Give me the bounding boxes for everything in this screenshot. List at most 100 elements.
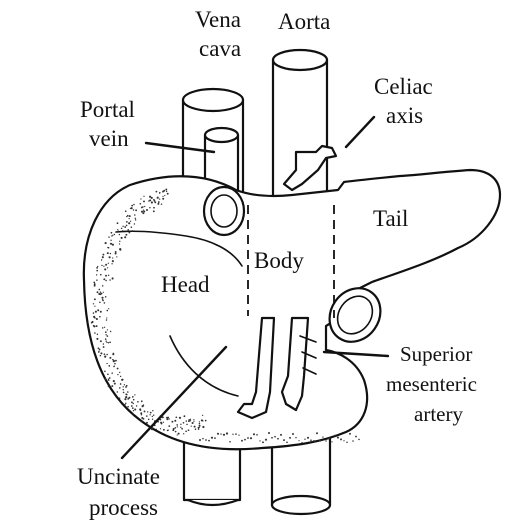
stipple-dot [226,432,228,434]
stipple-dot [268,432,270,434]
stipple-dot [152,416,153,417]
stipple-dot [103,266,104,267]
stipple-dot [167,193,169,195]
stipple-dot [331,441,332,442]
stipple-dot [108,379,110,381]
stipple-dot [186,420,187,421]
stipple-dot [122,230,123,231]
stipple-dot [113,380,115,382]
stipple-dot [101,297,103,299]
stipple-dot [161,203,162,204]
stipple-dot [277,438,279,440]
stipple-dot [358,439,360,441]
stipple-dot [117,368,119,370]
stipple-dot [98,347,100,349]
stipple-dot [114,234,115,235]
stipple-dot [112,277,114,279]
stipple-dot [337,437,339,439]
stipple-dot [172,429,174,431]
stipple-dot [125,234,127,236]
stipple-dot [112,359,114,361]
stipple-dot [162,198,164,200]
stipple-dot [211,437,213,439]
stipple-dot [319,440,321,442]
label-vena-cava-line1: Vena [195,7,241,32]
stipple-dot [352,440,354,442]
stipple-dot [96,325,98,327]
stipple-dot [108,365,110,367]
stipple-dot [102,300,104,302]
stipple-dot [106,319,108,321]
stipple-dot [130,208,131,209]
stipple-dot [198,428,199,429]
stipple-dot [130,221,131,222]
stipple-dot [107,329,108,330]
stipple-dot [109,256,111,258]
stipple-dot [111,232,113,234]
stipple-dot [149,207,150,208]
stipple-dot [167,417,169,419]
stipple-dot [174,420,176,422]
stipple-dot [152,410,153,411]
stipple-dot [181,428,183,430]
stipple-dot [108,247,110,249]
stipple-dot [94,305,95,306]
stipple-dot [256,434,258,436]
stipple-dot [113,360,115,362]
stipple-dot [199,439,201,441]
label-portal-vein-line1: Portal [80,97,135,122]
stipple-dot [146,422,148,424]
stipple-dot [220,433,221,434]
stipple-dot [190,420,191,421]
stipple-dot [134,408,136,410]
stipple-dot [96,274,97,275]
label-celiac-axis-line2: axis [386,103,423,128]
stipple-dot [119,243,120,244]
stipple-dot [103,292,104,293]
stipple-dot [118,230,119,231]
stipple-dot [286,441,288,443]
stipple-dot [102,285,104,287]
stipple-dot [124,398,126,400]
stipple-dot [91,322,93,324]
stipple-dot [117,391,118,392]
stipple-dot [109,279,111,281]
stipple-dot [143,200,145,202]
stipple-dot [102,254,104,256]
stipple-dot [105,334,106,335]
stipple-dot [157,197,159,199]
stipple-dot [97,309,99,311]
stipple-dot [122,226,123,227]
stipple-dot [166,191,167,192]
stipple-dot [127,406,129,408]
stipple-dot [223,434,225,436]
stipple-dot [111,385,113,387]
stipple-dot [346,441,348,443]
stipple-dot [163,429,165,431]
stipple-dot [105,264,107,266]
stipple-dot [143,209,144,210]
stipple-dot [111,372,113,374]
stipple-dot [100,274,102,276]
stipple-dot [183,415,185,417]
stipple-dot [202,415,203,416]
stipple-dot [104,302,106,304]
stipple-dot [142,212,144,214]
stipple-dot [99,302,101,304]
stipple-dot [114,383,116,385]
stipple-dot [186,424,188,426]
stipple-dot [149,196,151,198]
stipple-dot [108,385,110,387]
stipple-dot [106,342,107,343]
stipple-dot [162,196,163,197]
stipple-dot [180,424,181,425]
stipple-dot [232,434,233,435]
stipple-dot [128,232,130,234]
stipple-dot [304,439,305,440]
label-vena-cava-line2: cava [199,36,241,61]
stipple-dot [247,437,249,439]
stipple-dot [244,439,246,441]
stipple-dot [151,201,153,203]
stipple-dot [117,229,118,230]
